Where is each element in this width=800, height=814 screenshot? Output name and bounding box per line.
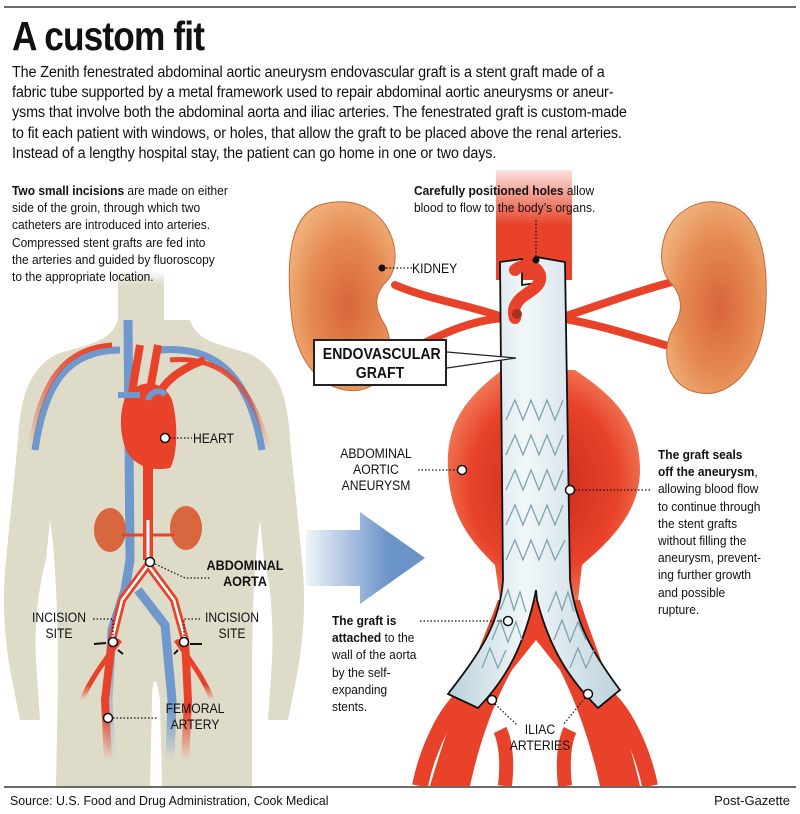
iliac-marker-left — [486, 694, 498, 706]
seals-note-bold: The graft seals — [658, 447, 743, 462]
body-silhouette — [4, 320, 304, 786]
abdominal-aorta-label: ABDOMINAL AORTA — [205, 557, 286, 589]
label-line: ILIAC — [524, 722, 556, 737]
intro-line: The Zenith fenestrated abdominal aortic … — [12, 64, 605, 81]
note-text: to the — [381, 630, 415, 646]
label-line: ABDOMINAL — [206, 557, 284, 573]
label-line: GRAFT — [355, 365, 405, 382]
aneurysm-marker — [456, 464, 468, 476]
iliac-arteries-label: ILIAC ARTERIES — [504, 722, 576, 754]
source-credit: Source: U.S. Food and Drug Administratio… — [10, 793, 329, 808]
small-kidney-left — [94, 508, 126, 552]
incision-site-left-label: INCISION SITE — [29, 610, 88, 642]
note-text: by the self- — [332, 664, 391, 680]
heart — [120, 383, 177, 470]
note-text: blood to flow to the body’s organs. — [414, 200, 596, 216]
note-text: expanding — [332, 681, 388, 697]
small-kidney-right — [170, 506, 202, 550]
incisions-note-bold: Two small incisions — [12, 183, 125, 198]
note-text: catheters are introduced into arteries. — [12, 217, 211, 233]
kidney-right — [661, 201, 767, 395]
holes-marker — [532, 256, 540, 264]
iliac-marker-right — [582, 688, 594, 700]
note-text: the stent grafts — [658, 515, 738, 531]
note-text: the arteries and guided by fluoroscopy — [12, 251, 215, 267]
intro-line: ysms that involve both the abdominal aor… — [12, 104, 627, 122]
seals-note-bold: off the aneurysm — [658, 464, 755, 480]
label-line: ARTERY — [170, 717, 220, 732]
incision-marker-left — [107, 636, 119, 648]
label-line: ANEURYSM — [341, 478, 411, 493]
label-line: ABDOMINAL — [340, 446, 412, 461]
label-line: SITE — [45, 626, 73, 641]
note-text: stents. — [332, 699, 368, 715]
top-rule — [4, 6, 796, 8]
body-illustration — [4, 270, 304, 786]
endovascular-graft — [446, 255, 622, 710]
seal-marker — [564, 484, 576, 496]
note-text: without filling the — [658, 533, 747, 549]
kidney-marker — [378, 264, 386, 272]
note-text: , — [754, 464, 758, 480]
direction-arrow — [306, 512, 425, 604]
incisions-note: Two small incisions are made on either s… — [12, 182, 247, 285]
note-text: allowing blood flow — [658, 481, 759, 497]
note-text: are made on either — [124, 183, 228, 198]
heart-label: HEART — [193, 431, 234, 446]
seals-note: The graft seals off the aneurysm, allowi… — [658, 446, 770, 618]
note-text: rupture. — [658, 601, 700, 617]
incision-marker-right — [178, 636, 190, 648]
heart-marker — [159, 432, 171, 444]
publisher-credit: Post-Gazette — [714, 793, 790, 808]
label-line: AORTIC — [353, 462, 399, 477]
note-text: wall of the aorta — [332, 647, 417, 663]
kidney-label: KIDNEY — [412, 261, 458, 276]
intro-line: to fit each patient with windows, or hol… — [12, 124, 622, 142]
attached-note: The graft is attached to the wall of the… — [332, 612, 424, 715]
attached-note-bold: attached — [332, 630, 382, 646]
endovascular-graft-callout: ENDOVASCULAR GRAFT — [313, 339, 447, 386]
note-text: to the appropriate location. — [12, 269, 154, 285]
note-text: side of the groin, through which two — [12, 200, 201, 216]
holes-note-bold: Carefully positioned holes — [414, 183, 564, 198]
neck — [118, 270, 164, 320]
note-text: aneurysm, prevent- — [658, 550, 762, 566]
femoral-marker — [102, 712, 114, 724]
femoral-artery-label: FEMORAL ARTERY — [164, 701, 227, 733]
label-line: ENDOVASCULAR — [322, 346, 441, 363]
note-text: Compressed stent grafts are fed into — [12, 234, 206, 250]
note-text: ing further growth — [658, 567, 752, 583]
intro-paragraph: The Zenith fenestrated abdominal aortic … — [12, 63, 800, 164]
label-line: INCISION — [31, 610, 86, 625]
note-text: allow — [563, 183, 595, 198]
attached-note-bold: The graft is — [332, 613, 397, 628]
intro-line: fabric tube supported by a metal framewo… — [12, 84, 614, 102]
aorta-marker — [144, 556, 156, 568]
page-title: A custom fit — [12, 13, 205, 59]
label-line: INCISION — [204, 610, 259, 625]
bottom-rule — [4, 786, 796, 788]
incision-site-right-label: INCISION SITE — [202, 610, 261, 642]
attach-marker — [502, 615, 514, 627]
label-line: SITE — [218, 626, 246, 641]
holes-note: Carefully positioned holes allow blood t… — [414, 182, 611, 216]
aneurysm-label: ABDOMINAL AORTIC ANEURYSM — [338, 446, 414, 494]
intro-line: Instead of a lengthy hospital stay, the … — [12, 144, 497, 162]
note-text: to continue through — [658, 498, 761, 514]
note-text: and possible — [658, 584, 726, 600]
stent-wires — [481, 398, 595, 670]
fenestration-branch — [507, 259, 547, 324]
label-line: FEMORAL — [165, 701, 225, 716]
label-line: ARTERIES — [509, 738, 571, 753]
label-line: AORTA — [223, 573, 267, 589]
